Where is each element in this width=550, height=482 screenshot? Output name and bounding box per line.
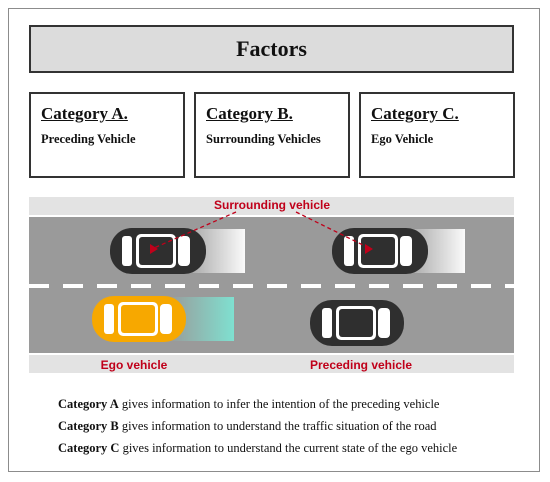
car-roof: [121, 305, 155, 333]
category-c-box: Category C. Ego Vehicle: [359, 92, 515, 178]
car-rear-window: [322, 308, 332, 338]
surrounding-vehicle-1: [110, 228, 245, 274]
car-rear-window: [344, 236, 354, 266]
description-a-bold: Category A: [58, 397, 119, 411]
category-c-subtitle: Ego Vehicle: [371, 132, 434, 146]
description-a-text: gives information to infer the intention…: [118, 397, 440, 411]
ego-vehicle: [92, 296, 234, 342]
category-a-box: Category A. Preceding Vehicle: [29, 92, 185, 178]
category-b-subtitle: Surrounding Vehicles: [206, 132, 321, 146]
description-c: Category C gives information to understa…: [58, 441, 457, 456]
factors-title-text: Factors: [236, 36, 307, 61]
label-ego-vehicle: Ego vehicle: [101, 358, 168, 372]
top-shoulder: [29, 197, 514, 215]
description-a: Category A gives information to infer th…: [58, 397, 439, 412]
description-b-text: gives information to understand the traf…: [118, 419, 437, 433]
description-b: Category B gives information to understa…: [58, 419, 437, 434]
category-c-title: Category C.: [371, 104, 459, 123]
preceding-vehicle: [310, 300, 404, 346]
bottom-shoulder: [29, 355, 514, 373]
car-roof: [339, 309, 373, 337]
category-a-subtitle: Preceding Vehicle: [41, 132, 136, 146]
label-surrounding-vehicle: Surrounding vehicle: [214, 198, 330, 212]
car-rear-window: [122, 236, 132, 266]
factors-title: Factors: [29, 25, 514, 73]
description-c-bold: Category C: [58, 441, 120, 455]
car-windshield: [400, 236, 412, 266]
category-b-box: Category B. Surrounding Vehicles: [194, 92, 350, 178]
category-a-title: Category A.: [41, 104, 128, 123]
direction-marker: [150, 244, 158, 254]
surrounding-vehicle-2: [332, 228, 465, 274]
category-b-title: Category B.: [206, 104, 293, 123]
car-roof: [139, 237, 173, 265]
pointer-line-left: [153, 211, 237, 249]
car-windshield: [178, 236, 190, 266]
description-c-text: gives information to understand the curr…: [119, 441, 458, 455]
car-windshield: [160, 304, 172, 334]
description-b-bold: Category B: [58, 419, 119, 433]
car-windshield: [378, 308, 390, 338]
car-roof: [361, 237, 395, 265]
label-preceding-vehicle: Preceding vehicle: [310, 358, 412, 372]
car-rear-window: [104, 304, 114, 334]
